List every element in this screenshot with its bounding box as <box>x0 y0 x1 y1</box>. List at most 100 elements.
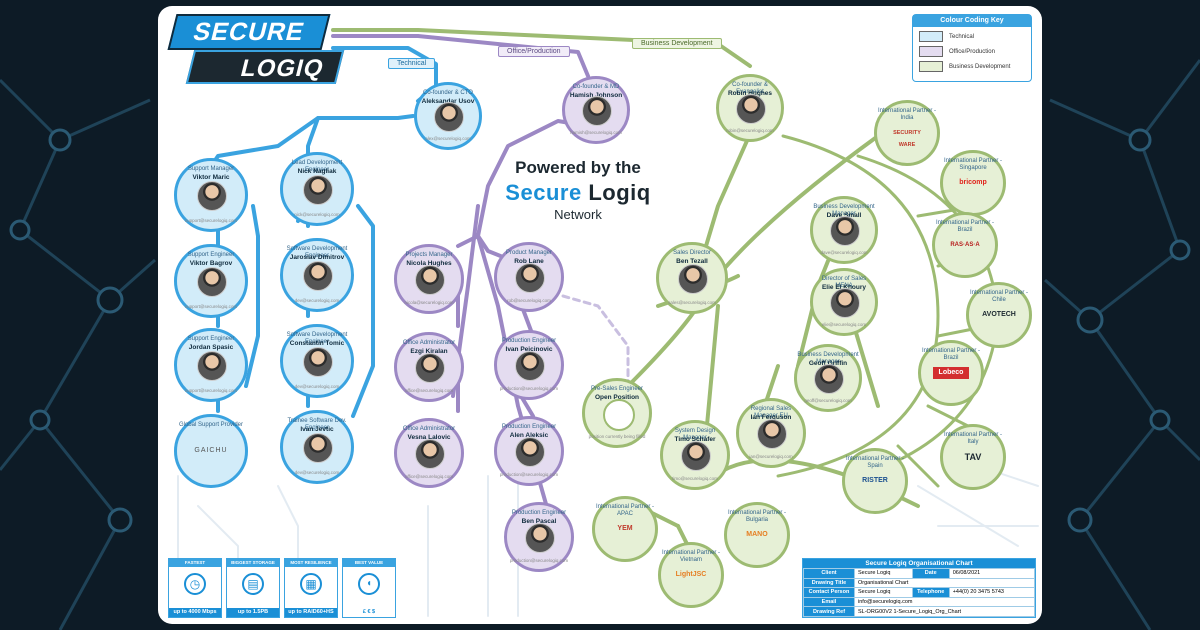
node-sales-director[interactable]: Sales Director Ben Tezall sales@securelo… <box>656 242 728 314</box>
node-partner-italy[interactable]: International Partner - Italy TAV <box>940 424 1006 490</box>
node-name: Aleksandar Usov <box>421 98 475 105</box>
node-production-engineer-2[interactable]: Production Engineer Alen Aleksic product… <box>494 416 564 486</box>
currency-symbols: £ € $ <box>343 608 395 617</box>
feature-value: up to 1.5PB <box>227 608 279 617</box>
feature-value: up to RAID60+HS <box>285 608 337 617</box>
info-row: Drawing Ref SL-ORG00V2 1-Secure_Logiq_Or… <box>803 606 1035 617</box>
node-role: Trainee Software Dev. Engineer <box>287 418 347 431</box>
node-system-design-manager[interactable]: System Design Manager Timo Schafer timo@… <box>660 420 730 490</box>
node-name: Geoff Griffin <box>808 360 848 367</box>
avatar <box>515 437 545 467</box>
node-partner-india[interactable]: International Partner - India SECURITY W… <box>874 100 940 166</box>
node-pre-sales-engineer[interactable]: Pre-Sales Engineer Open Position positio… <box>582 378 652 448</box>
node-role: Production Engineer <box>501 338 557 344</box>
node-role: International Partner - Vietnam <box>661 550 721 563</box>
avatar <box>736 94 766 124</box>
node-partner-brazil-lobeco[interactable]: International Partner - Brazil Lobeco <box>918 340 984 406</box>
node-software-dev-engineer-2[interactable]: Software Development Engineer Constantin… <box>280 324 354 398</box>
avatar <box>603 399 635 431</box>
node-product-manager[interactable]: Product Manager Rob Lane rob@securelogiq… <box>494 242 564 312</box>
node-business-dev-manager-1[interactable]: Business Development Manager Dave Small … <box>810 196 878 264</box>
partner-logo: LightJSC <box>675 571 707 578</box>
node-partner-brazil-ras[interactable]: International Partner - Brazil RAS·AS·A <box>932 212 998 278</box>
node-software-dev-engineer-1[interactable]: Software Development Engineer Jaroslav D… <box>280 238 354 312</box>
node-role: Co-founder & Evangelist <box>732 82 768 95</box>
node-partner-apac[interactable]: International Partner - APAC YEM <box>592 496 658 562</box>
info-value: Organisational Chart <box>854 577 1035 589</box>
node-production-engineer-1[interactable]: Production Engineer Ivan Pejcinovic prod… <box>494 330 564 400</box>
avatar <box>303 175 333 205</box>
node-email: nick@securelogiq.com <box>294 212 340 217</box>
info-value: Secure Logiq <box>854 568 913 579</box>
node-partner-vietnam[interactable]: International Partner - Vietnam LightJSC <box>658 542 724 608</box>
node-business-dev-manager-2[interactable]: Business Development Manager Geoff Griff… <box>794 344 862 412</box>
piggy-bank-icon: ◖ <box>358 573 380 595</box>
avatar <box>515 351 545 381</box>
node-regional-sales-manager[interactable]: Regional Sales Manager EU Ian Ferguson i… <box>736 398 806 468</box>
avatar <box>303 261 333 291</box>
node-role: International Partner - Chile <box>969 290 1029 303</box>
info-label: Client <box>803 568 855 579</box>
node-managing-director[interactable]: Co-founder & MD Hamish Johnson hamish@se… <box>562 76 630 144</box>
node-office-administrator-1[interactable]: Office Administrator Ezgi Kiralan office… <box>394 332 464 402</box>
avatar <box>525 523 555 553</box>
avatar <box>197 181 227 211</box>
avatar <box>830 288 860 318</box>
node-role: International Partner - APAC <box>595 504 655 517</box>
node-partner-bulgaria[interactable]: International Partner - Bulgaria MANO <box>724 502 790 568</box>
feature-value: up to 4000 Mbps <box>169 608 221 617</box>
key-label-technical: Technical <box>949 33 975 40</box>
node-production-engineer-3[interactable]: Production Engineer Ben Pascal productio… <box>504 502 574 572</box>
node-role: Software Development Engineer <box>286 332 348 345</box>
node-email: dev@securelogiq.com <box>294 384 340 389</box>
node-role: Regional Sales Manager EU <box>750 406 792 419</box>
node-partner-chile[interactable]: International Partner - Chile AVOTECH <box>966 282 1032 348</box>
node-trainee-dev-engineer[interactable]: Trainee Software Dev. Engineer Ivan Jevt… <box>280 410 354 484</box>
feature-performance: FASTEST PERFORMANCE ◷ up to 4000 Mbps <box>168 558 222 618</box>
business-branch-tag: Business Development <box>632 38 722 49</box>
node-role: International Partner - Singapore <box>943 158 1003 171</box>
feature-value-box: BEST VALUE ◖ £ € $ <box>342 558 396 618</box>
node-office-administrator-2[interactable]: Office Administrator Vesna Lalovic offic… <box>394 418 464 488</box>
node-lead-dev-engineer[interactable]: Lead Development Engineer Nick Nagliak n… <box>280 152 354 226</box>
node-support-engineer-1[interactable]: Support Engineer Viktor Bagrov support@s… <box>174 244 248 318</box>
node-role: Support Manager <box>187 166 235 172</box>
node-evangelist[interactable]: Co-founder & Evangelist Robin Hughes rob… <box>716 74 784 142</box>
brand-secure: Secure <box>505 180 582 205</box>
node-role: Software Development Engineer <box>286 246 348 259</box>
node-director-sales-mena[interactable]: Director of Sales MENA Elie El Khoury el… <box>810 268 878 336</box>
node-email: hamish@securelogiq.com <box>570 130 622 135</box>
node-projects-manager[interactable]: Projects Manager Nicola Hughes nicola@se… <box>394 244 464 314</box>
node-email: ian@securelogiq.com <box>749 454 793 459</box>
info-label: Telephone <box>911 587 950 598</box>
feature-title: BEST VALUE <box>343 559 395 567</box>
key-row-office: Office/Production <box>919 46 1025 57</box>
node-name: Ben Tezall <box>676 258 708 265</box>
node-global-support-provider[interactable]: Global Support Provider GAICHU <box>174 414 248 488</box>
brand-logiq: Logiq <box>588 180 651 205</box>
avatar <box>197 351 227 381</box>
node-support-engineer-2[interactable]: Support Engineer Jordan Spasic support@s… <box>174 328 248 402</box>
node-role: Co-founder & CTO <box>423 90 473 96</box>
logo-line-1: SECURE <box>167 14 331 50</box>
info-row: Contact Person Secure Logiq Telephone +4… <box>803 587 1036 598</box>
node-cto[interactable]: Co-founder & CTO Aleksandar Usov alex@se… <box>414 82 482 150</box>
node-partner-spain[interactable]: International Partner - Spain RISTER <box>842 448 908 514</box>
colour-coding-key: Colour Coding Key Technical Office/Produ… <box>912 14 1032 82</box>
node-role: International Partner - India <box>877 108 937 121</box>
info-label: Drawing Ref <box>803 606 855 617</box>
partner-logo: AVOTECH <box>982 311 1016 318</box>
info-label: Email <box>803 596 855 608</box>
feature-title: MOST RESILIENCE <box>285 559 337 567</box>
info-value: info@securelogiq.com <box>854 596 1035 608</box>
org-chart-card: SECURE LOGIQ Technical Office/Production… <box>158 6 1042 624</box>
node-support-manager[interactable]: Support Manager Viktor Maric support@sec… <box>174 158 248 232</box>
node-partner-singapore[interactable]: International Partner - Singapore bricom… <box>940 150 1006 216</box>
node-email: sales@securelogiq.com <box>668 300 716 305</box>
node-name: Alen Aleksic <box>509 432 549 439</box>
info-value: 06/08/2021 <box>948 568 1036 579</box>
avatar <box>678 264 708 294</box>
node-role: Office Administrator <box>402 340 456 346</box>
node-name: Nick Nagliak <box>297 168 337 175</box>
